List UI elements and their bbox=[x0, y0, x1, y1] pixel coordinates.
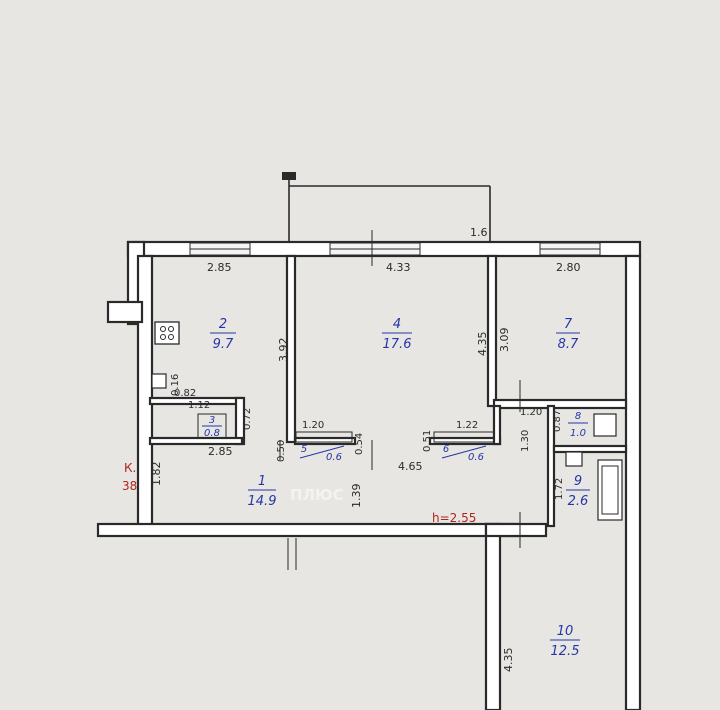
corridor-width: 2.85 bbox=[208, 445, 233, 458]
svg-text:3: 3 bbox=[209, 415, 215, 426]
room4-width: 4.33 bbox=[386, 261, 411, 274]
svg-text:8: 8 bbox=[575, 411, 581, 422]
svg-text:4: 4 bbox=[393, 317, 401, 332]
corridor-depth: 1.39 bbox=[350, 484, 363, 509]
closets bbox=[197, 413, 495, 443]
svg-text:14.9: 14.9 bbox=[248, 494, 277, 509]
svg-text:17.6: 17.6 bbox=[383, 337, 412, 352]
shaft-a: 0.82 bbox=[174, 388, 196, 399]
room-10-label: 10 12.5 bbox=[550, 624, 580, 659]
svg-text:6: 6 bbox=[443, 444, 449, 455]
svg-text:12.5: 12.5 bbox=[551, 644, 580, 659]
svg-text:1.0: 1.0 bbox=[570, 428, 586, 439]
entry-depth: 1.82 bbox=[150, 462, 163, 487]
sink-icon bbox=[151, 373, 167, 389]
closet3-depth: 0.72 bbox=[242, 408, 253, 430]
ceiling-height: h=2.55 bbox=[432, 511, 476, 525]
corridor-length: 4.65 bbox=[398, 460, 423, 473]
bath-depth: 1.72 bbox=[554, 478, 565, 500]
svg-text:9.7: 9.7 bbox=[213, 337, 234, 352]
washbasin-icon bbox=[565, 451, 583, 467]
internal-walls bbox=[148, 254, 628, 528]
room-1-label: 1 14.9 bbox=[248, 474, 277, 509]
room2-width: 2.85 bbox=[207, 261, 232, 274]
room10-depth: 4.35 bbox=[502, 648, 515, 673]
svg-text:2.6: 2.6 bbox=[568, 494, 589, 509]
svg-text:9: 9 bbox=[574, 474, 582, 489]
wc-small: 0.87 bbox=[552, 410, 563, 432]
room-5-label: 5 0.6 bbox=[299, 444, 345, 463]
svg-text:10: 10 bbox=[557, 624, 574, 639]
windows bbox=[189, 242, 601, 256]
closet5-width: 1.20 bbox=[302, 420, 324, 431]
closet5-depth: 0.54 bbox=[354, 433, 365, 455]
room-2-label: 2 9.7 bbox=[210, 317, 236, 352]
room-8-label: 8 1.0 bbox=[568, 411, 588, 439]
dimension-ticks bbox=[279, 230, 521, 570]
wc-width: 1.20 bbox=[520, 407, 542, 418]
outer-walls bbox=[96, 240, 642, 710]
closet6-depth: 0.51 bbox=[422, 430, 433, 452]
room2-depth: 3.92 bbox=[277, 338, 290, 363]
room7-width: 2.80 bbox=[556, 261, 581, 274]
svg-text:0.6: 0.6 bbox=[468, 452, 484, 463]
room-3-label: 3 0.8 bbox=[202, 415, 222, 439]
shaft-label: К. bbox=[124, 461, 136, 475]
closet6-width: 1.22 bbox=[456, 420, 478, 431]
room-labels: 2 9.7 4 17.6 7 8.7 3 0.8 5 0.6 6 0.6 bbox=[202, 317, 590, 659]
svg-text:5: 5 bbox=[301, 444, 307, 455]
svg-text:7: 7 bbox=[564, 317, 573, 332]
svg-text:0.8: 0.8 bbox=[204, 428, 220, 439]
room7-depth: 3.09 bbox=[498, 328, 511, 353]
balcony bbox=[282, 172, 491, 242]
toilet-icon bbox=[593, 413, 617, 437]
svg-text:0.6: 0.6 bbox=[326, 452, 342, 463]
svg-text:1: 1 bbox=[258, 474, 266, 489]
wc-depth: 1.30 bbox=[520, 430, 531, 452]
closet3-width: 1.12 bbox=[188, 400, 210, 411]
room-4-label: 4 17.6 bbox=[382, 317, 412, 352]
shaft-b: 0.16 bbox=[170, 374, 181, 396]
watermark: ПЛЮС bbox=[290, 486, 344, 504]
fixtures bbox=[151, 321, 623, 521]
closet-gap: 0.50 bbox=[276, 440, 287, 462]
balcony-width: 1.6 bbox=[470, 226, 488, 239]
svg-text:2: 2 bbox=[219, 317, 227, 332]
dimension-labels: 1.6 2.85 4.33 2.80 3.92 4.35 3.09 1.12 0… bbox=[150, 226, 581, 672]
stove-icon bbox=[154, 321, 180, 345]
room-7-label: 7 8.7 bbox=[556, 317, 580, 352]
room-9-label: 9 2.6 bbox=[566, 474, 590, 509]
room4-depth: 4.35 bbox=[476, 332, 489, 357]
shaft-number: 38 bbox=[122, 479, 137, 493]
room-6-label: 6 0.6 bbox=[441, 444, 487, 463]
svg-text:8.7: 8.7 bbox=[558, 337, 579, 352]
